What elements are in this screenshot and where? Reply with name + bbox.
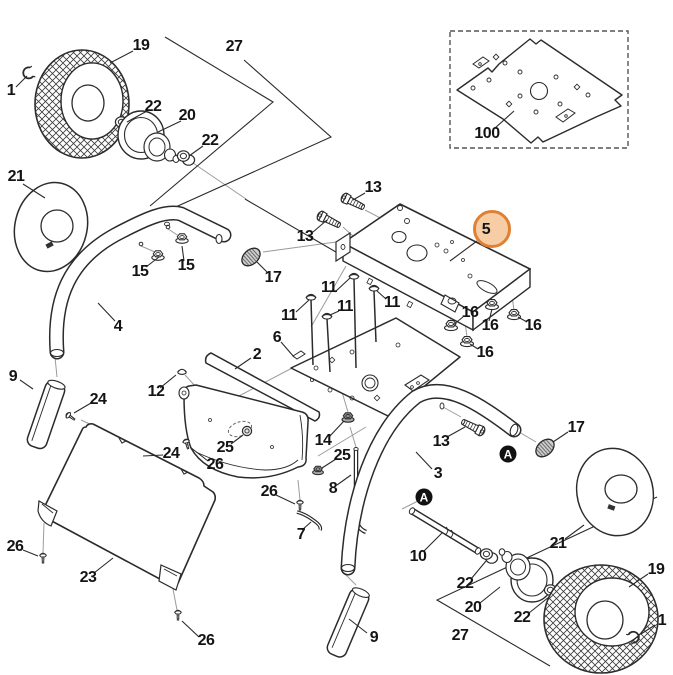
part-callout-14-30[interactable]: 14 — [314, 432, 332, 449]
part-callout-8-32[interactable]: 8 — [328, 480, 338, 497]
part-callout-26-50[interactable]: 26 — [197, 632, 215, 649]
part-callout-7-34[interactable]: 7 — [296, 526, 306, 543]
part-callout-20-41[interactable]: 20 — [464, 599, 482, 616]
part-callout-24-27[interactable]: 24 — [162, 445, 180, 462]
part-callout-1-0[interactable]: 1 — [6, 82, 16, 99]
part-callout-16-24[interactable]: 16 — [476, 344, 494, 361]
part-callout-9-44[interactable]: 9 — [369, 629, 379, 646]
part-callout-15-11[interactable]: 15 — [131, 263, 149, 280]
part-callout-11-15[interactable]: 11 — [321, 279, 337, 296]
part-callout-19-1[interactable]: 19 — [132, 37, 150, 54]
pin-icon — [165, 224, 171, 230]
part-callout-20-4[interactable]: 20 — [178, 107, 196, 124]
part-25-screw-drawing — [241, 425, 253, 437]
part-callout-22-5[interactable]: 22 — [201, 132, 219, 149]
part-callout-22-40[interactable]: 22 — [456, 575, 474, 592]
part-callout-22-3[interactable]: 22 — [144, 98, 162, 115]
part-callout-16-23[interactable]: 16 — [524, 317, 542, 334]
part-callout-11-18[interactable]: 11 — [384, 294, 400, 311]
part-callout-23-49[interactable]: 23 — [79, 569, 97, 586]
part-callout-26-29[interactable]: 26 — [206, 456, 224, 473]
part-callout-22-42[interactable]: 22 — [513, 609, 531, 626]
leader-lines — [15, 50, 656, 638]
part-5-plate-drawing — [335, 203, 531, 332]
part-9-foot-drawing — [26, 379, 66, 450]
part-callout-3-36[interactable]: 3 — [433, 465, 443, 482]
part-20-hub-drawing — [117, 110, 180, 163]
part-callout-17-37[interactable]: 17 — [567, 419, 585, 436]
part-19-rear-wheel-drawing — [543, 564, 659, 674]
part-20-hub-drawing — [498, 548, 554, 603]
part-callout-13-35[interactable]: 13 — [432, 433, 450, 450]
part-3-frame-leg-drawing — [340, 383, 522, 576]
part-9-foot-drawing — [326, 587, 370, 658]
part-callout-1-46[interactable]: 1 — [657, 612, 667, 629]
part-callout-100-6[interactable]: 100 — [474, 125, 500, 142]
part-4-frame-leg-drawing — [48, 205, 232, 360]
selected-part-highlight[interactable] — [473, 210, 511, 248]
part-callout-21-39[interactable]: 21 — [549, 535, 567, 552]
part-21-tube-drawing — [13, 181, 89, 273]
part-callout-27-43[interactable]: 27 — [451, 627, 469, 644]
view-marker-A-0: A — [499, 445, 517, 463]
part-callout-5-10[interactable]: 5 — [481, 221, 491, 238]
part-callout-26-48[interactable]: 26 — [6, 538, 24, 555]
part-callout-21-7[interactable]: 21 — [7, 168, 25, 185]
part-callout-19-45[interactable]: 19 — [647, 561, 665, 578]
part-100-baseplate-drawing — [456, 38, 623, 144]
pin-icon — [138, 241, 144, 247]
part-callout-12-25[interactable]: 12 — [147, 383, 165, 400]
part-callout-25-31[interactable]: 25 — [333, 447, 351, 464]
part-callout-4-14[interactable]: 4 — [113, 318, 123, 335]
view-marker-A-1: A — [415, 488, 433, 506]
part-callout-26-33[interactable]: 26 — [260, 483, 278, 500]
part-callout-2-20[interactable]: 2 — [252, 346, 262, 363]
part-callout-25-28[interactable]: 25 — [216, 439, 234, 456]
part-callout-24-26[interactable]: 24 — [89, 391, 107, 408]
part-10-axle-drawing — [408, 507, 482, 555]
part-callout-11-17[interactable]: 11 — [337, 298, 353, 315]
part-callout-13-9[interactable]: 13 — [296, 228, 314, 245]
part-callout-13-8[interactable]: 13 — [364, 179, 382, 196]
part-callout-16-21[interactable]: 16 — [461, 304, 479, 321]
part-callout-16-22[interactable]: 16 — [481, 317, 499, 334]
part-callout-27-2[interactable]: 27 — [225, 38, 243, 55]
part-11-screws-drawing — [305, 272, 380, 373]
part-callout-10-38[interactable]: 10 — [409, 548, 427, 565]
part-callout-15-12[interactable]: 15 — [177, 257, 195, 274]
part-callout-17-13[interactable]: 17 — [264, 269, 282, 286]
part-21-tube-drawing — [575, 447, 655, 537]
inset-box — [449, 30, 629, 149]
part-7-pin-drawing — [296, 510, 323, 531]
part-callout-11-16[interactable]: 11 — [281, 307, 297, 324]
part-callout-9-47[interactable]: 9 — [8, 368, 18, 385]
part-19-front-wheel-drawing — [34, 49, 130, 159]
group-bracket-lines — [128, 36, 658, 667]
part-23-panel-drawing — [37, 423, 217, 591]
part-callout-6-19[interactable]: 6 — [272, 329, 282, 346]
